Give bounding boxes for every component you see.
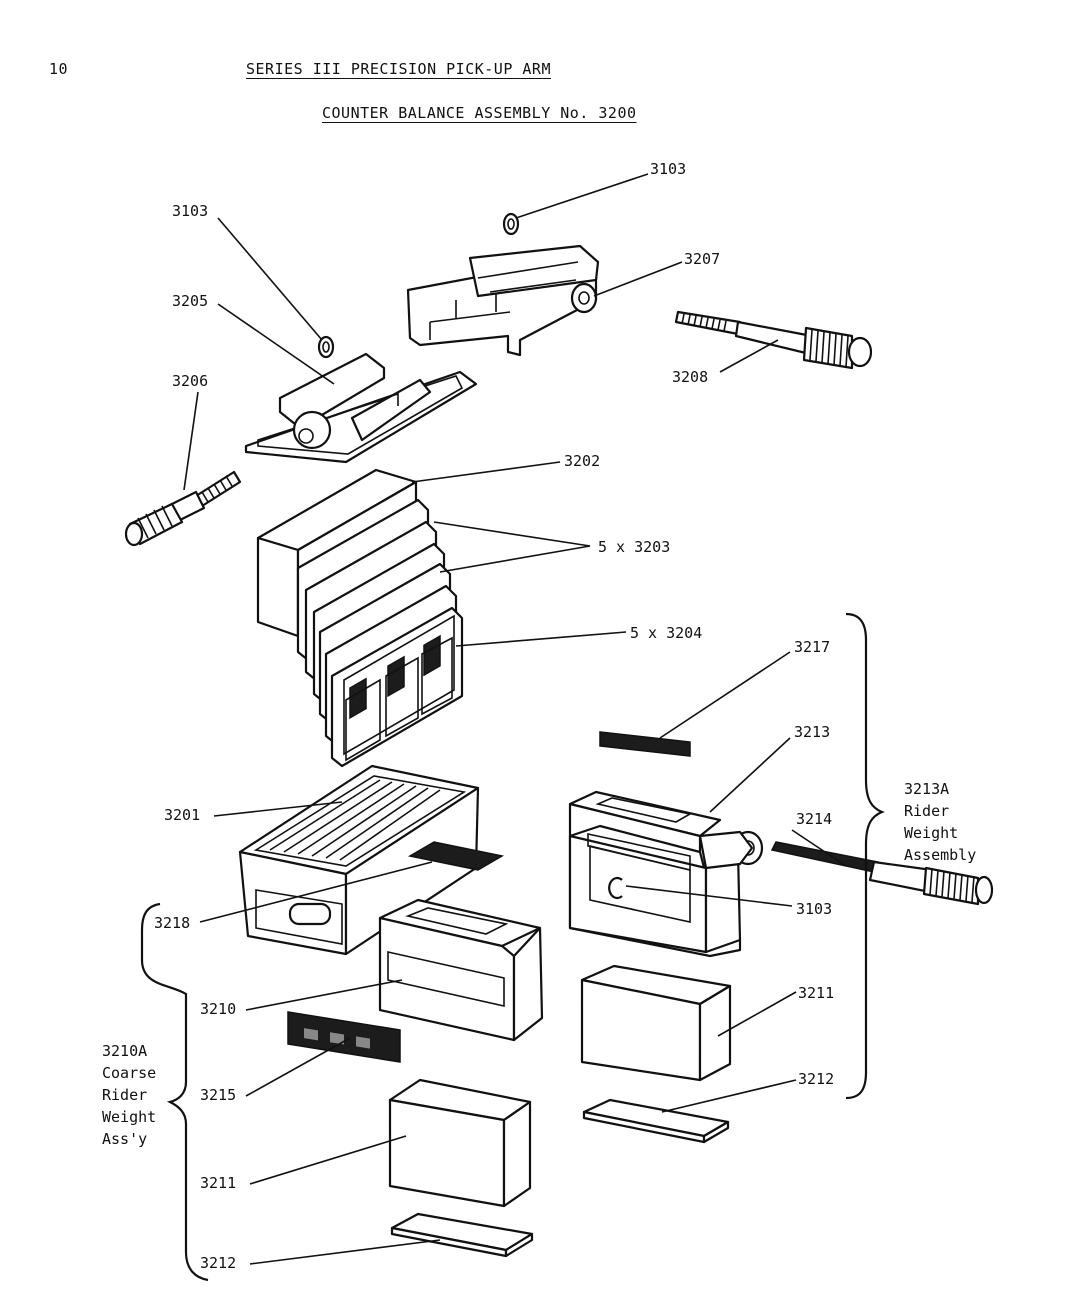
label-3212-right: 3212: [798, 1070, 834, 1088]
part-3205-base-plate: [244, 352, 478, 464]
label-3207: 3207: [684, 250, 720, 268]
label-3215: 3215: [200, 1086, 236, 1104]
part-3217-plate: [599, 731, 691, 757]
label-3218: 3218: [154, 914, 190, 932]
label-3213a-line-2: Rider: [904, 802, 949, 820]
label-3211-left: 3211: [200, 1174, 236, 1192]
page-subtitle: COUNTER BALANCE ASSEMBLY No. 3200: [322, 104, 637, 122]
label-3213a-line-1: 3213A: [904, 780, 949, 798]
part-3208-adjust-screw: [674, 310, 873, 370]
label-3210a-line-4: Weight: [102, 1108, 156, 1126]
label-3205: 3205: [172, 292, 208, 310]
label-3210a-line-2: Coarse: [102, 1064, 156, 1082]
page-number: 10: [49, 60, 69, 78]
part-3204-cover-plates: [318, 562, 464, 768]
label-3203: 5 x 3203: [598, 538, 670, 556]
leader-lines: [183, 173, 847, 1265]
part-labels: 3103 3103 3207 3205 3208 3206 3202 5 x 3…: [102, 160, 976, 1272]
label-3208: 3208: [672, 368, 708, 386]
part-3212-right-plate: [582, 1098, 730, 1144]
label-3210a-line-3: Rider: [102, 1086, 147, 1104]
part-3206-left-screw: [124, 470, 242, 547]
part-3215-scale-plate: [287, 1011, 401, 1063]
part-3214-rider-screw: [770, 841, 994, 906]
part-3103-right-clip: [608, 876, 623, 900]
part-3212-lower-plate: [390, 1212, 534, 1258]
label-3210a-line-5: Ass'y: [102, 1130, 147, 1148]
part-3218-plate: [407, 841, 505, 871]
label-3210a-line-1: 3210A: [102, 1042, 147, 1060]
part-3211-right-block: [580, 964, 732, 1082]
brace-3210a: [140, 902, 209, 1282]
label-3103-top: 3103: [650, 160, 686, 178]
part-3207-carriage: [406, 244, 600, 357]
label-3213: 3213: [794, 723, 830, 741]
label-3217: 3217: [794, 638, 830, 656]
part-3210-rider-body: [378, 898, 544, 1042]
label-3206: 3206: [172, 372, 208, 390]
label-3103-right: 3103: [796, 900, 832, 918]
label-3204: 5 x 3204: [630, 624, 702, 642]
label-3103-left: 3103: [172, 202, 208, 220]
label-3213a-line-4: Assembly: [904, 846, 976, 864]
label-3211-right: 3211: [798, 984, 834, 1002]
part-3103-left-clip: [317, 335, 335, 359]
label-3210: 3210: [200, 1000, 236, 1018]
part-3211-lower-block: [388, 1078, 532, 1208]
part-3213-rider-body: [568, 790, 764, 958]
part-3103-top-clip: [502, 212, 520, 236]
label-3214: 3214: [796, 810, 832, 828]
label-3202: 3202: [564, 452, 600, 470]
label-3201: 3201: [164, 806, 200, 824]
part-3201-housing: [238, 764, 480, 956]
label-3213a-line-3: Weight: [904, 824, 958, 842]
label-3212-left: 3212: [200, 1254, 236, 1272]
page-title: SERIES III PRECISION PICK-UP ARM: [246, 60, 551, 78]
brace-3213a: [845, 612, 885, 1100]
